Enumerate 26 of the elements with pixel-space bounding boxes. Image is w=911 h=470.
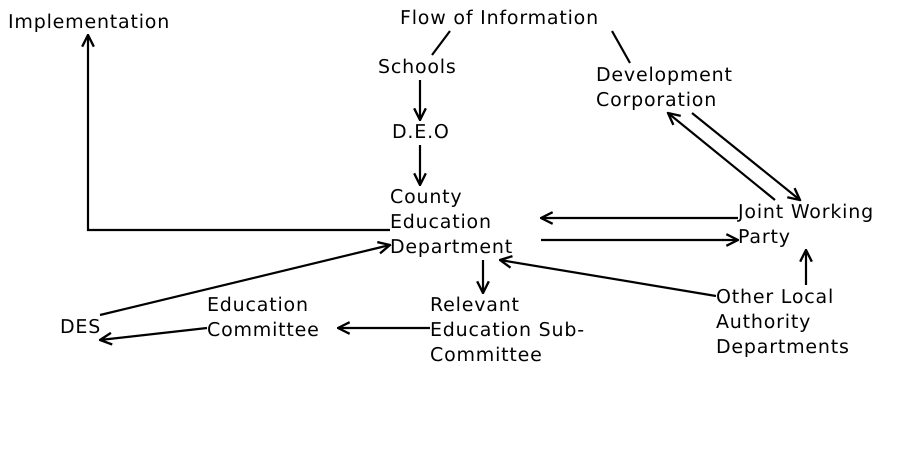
arrow [666,112,776,201]
node-label: Schools [378,55,499,80]
connector-line [611,30,631,64]
arrow [541,233,740,247]
arrow [81,34,390,232]
node-label: D.E.O [392,120,483,145]
node-label: Development Corporation [596,63,757,113]
node-label: Education Committee [207,293,338,343]
node-label: Implementation [8,10,229,35]
arrow [98,326,208,346]
arrow [413,80,427,122]
arrow [100,240,392,316]
arrow [336,321,430,335]
arrow [540,211,738,225]
node-label: County Education Department [390,185,541,260]
arrow [799,248,813,285]
connector-line [431,30,451,56]
arrow [476,260,490,294]
arrow [498,255,716,298]
node-label: Flow of Information [400,6,661,31]
node-label: Joint Working Party [738,200,909,250]
arrow [413,145,427,186]
node-label: Other Local Authority Departments [716,285,887,360]
node-label: Relevant Education Sub-Committee [430,293,606,368]
arrow [691,112,802,202]
node-label: DES [60,315,121,340]
